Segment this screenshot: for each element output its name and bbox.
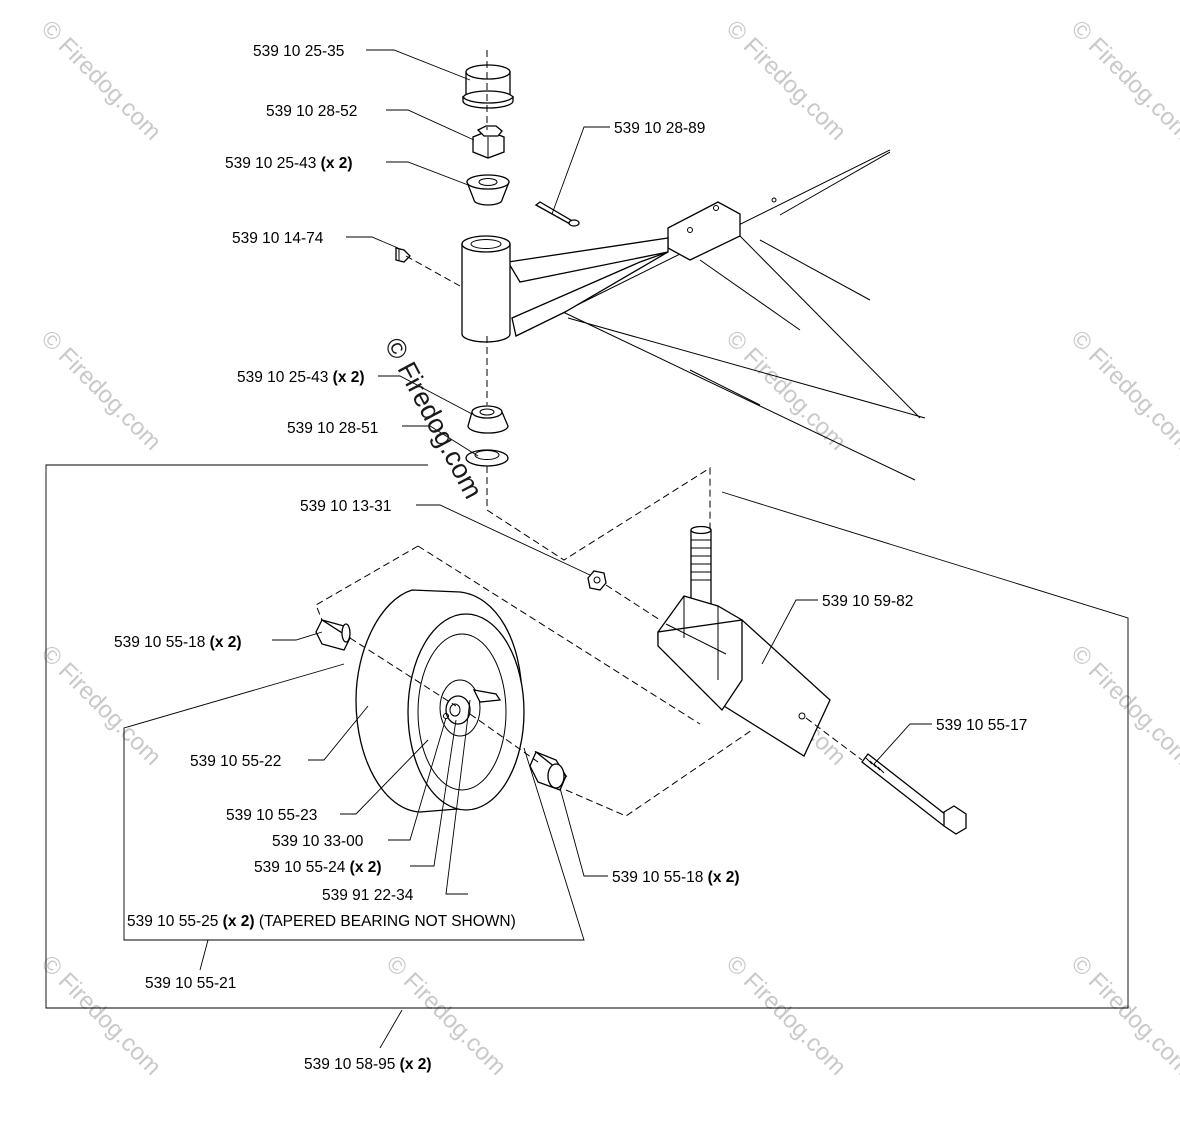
- part-labels: 539 10 25-35 539 10 28-52 539 10 25-43 (…: [114, 43, 1027, 1073]
- part-label: 539 10 55-25 (x 2) (TAPERED BEARING NOT …: [127, 913, 516, 930]
- leader-lines: [272, 49, 932, 895]
- part-label: 539 10 33-00: [272, 833, 364, 850]
- part-label: 539 10 55-23: [226, 807, 317, 824]
- part-label: 539 10 58-95 (x 2): [304, 1056, 432, 1073]
- hub-cap: [462, 64, 514, 109]
- part-label: 539 10 14-74: [232, 230, 324, 247]
- watermark: © Firedog.com: [1066, 640, 1180, 771]
- part-label: 539 10 28-52: [266, 103, 357, 120]
- watermark: © Firedog.com: [36, 325, 167, 456]
- part-label: 539 10 55-24 (x 2): [254, 859, 382, 876]
- watermark: © Firedog.com: [721, 950, 852, 1081]
- mower-deck-frame: [506, 149, 926, 481]
- watermark: © Firedog.com: [36, 640, 167, 771]
- part-label: 539 10 55-18 (x 2): [612, 869, 740, 886]
- grease-fitting: [395, 247, 411, 263]
- part-label: 539 10 55-22: [190, 753, 281, 770]
- watermark: © Firedog.com: [721, 325, 852, 456]
- part-label: 539 91 22-34: [322, 887, 414, 904]
- hex-nut: [587, 570, 607, 591]
- part-label: 539 10 55-21: [145, 975, 236, 992]
- watermark: © Firedog.com: [36, 15, 167, 146]
- seal-washer: [465, 449, 509, 467]
- part-label: 539 10 55-18 (x 2): [114, 634, 242, 651]
- part-label: 539 10 55-17: [936, 717, 1027, 734]
- caster-fork: [657, 525, 831, 757]
- axle-bolt: [861, 753, 967, 835]
- part-label: 539 10 28-51: [287, 420, 378, 437]
- watermark: © Firedog.com: [1066, 15, 1180, 146]
- wheel-assembly: [355, 589, 525, 813]
- assembly-boundary-wheel: [123, 663, 585, 971]
- part-label: 539 10 25-43 (x 2): [225, 155, 353, 172]
- part-label: 539 10 25-43 (x 2): [237, 369, 365, 386]
- spacer-right: [529, 750, 568, 791]
- watermark: © Firedog.com: [36, 950, 167, 1081]
- cotter-pin: [534, 201, 580, 227]
- part-label: 539 10 13-31: [300, 498, 391, 515]
- part-label: 539 10 25-35: [253, 43, 344, 60]
- castle-nut: [472, 125, 505, 159]
- part-label: 539 10 28-89: [614, 120, 705, 137]
- bearing-lower: [467, 405, 509, 434]
- part-label: 539 10 59-82: [822, 593, 913, 610]
- watermark: © Firedog.com: [1066, 950, 1180, 1081]
- watermark: © Firedog.com: [721, 15, 852, 146]
- bearing-upper: [466, 174, 510, 206]
- spacer-left: [315, 618, 352, 651]
- spindle-tube: [461, 235, 511, 343]
- assembly-boundary-outer: [45, 464, 1129, 1049]
- assembly-lines: [315, 50, 863, 817]
- watermark: © Firedog.com: [1066, 325, 1180, 456]
